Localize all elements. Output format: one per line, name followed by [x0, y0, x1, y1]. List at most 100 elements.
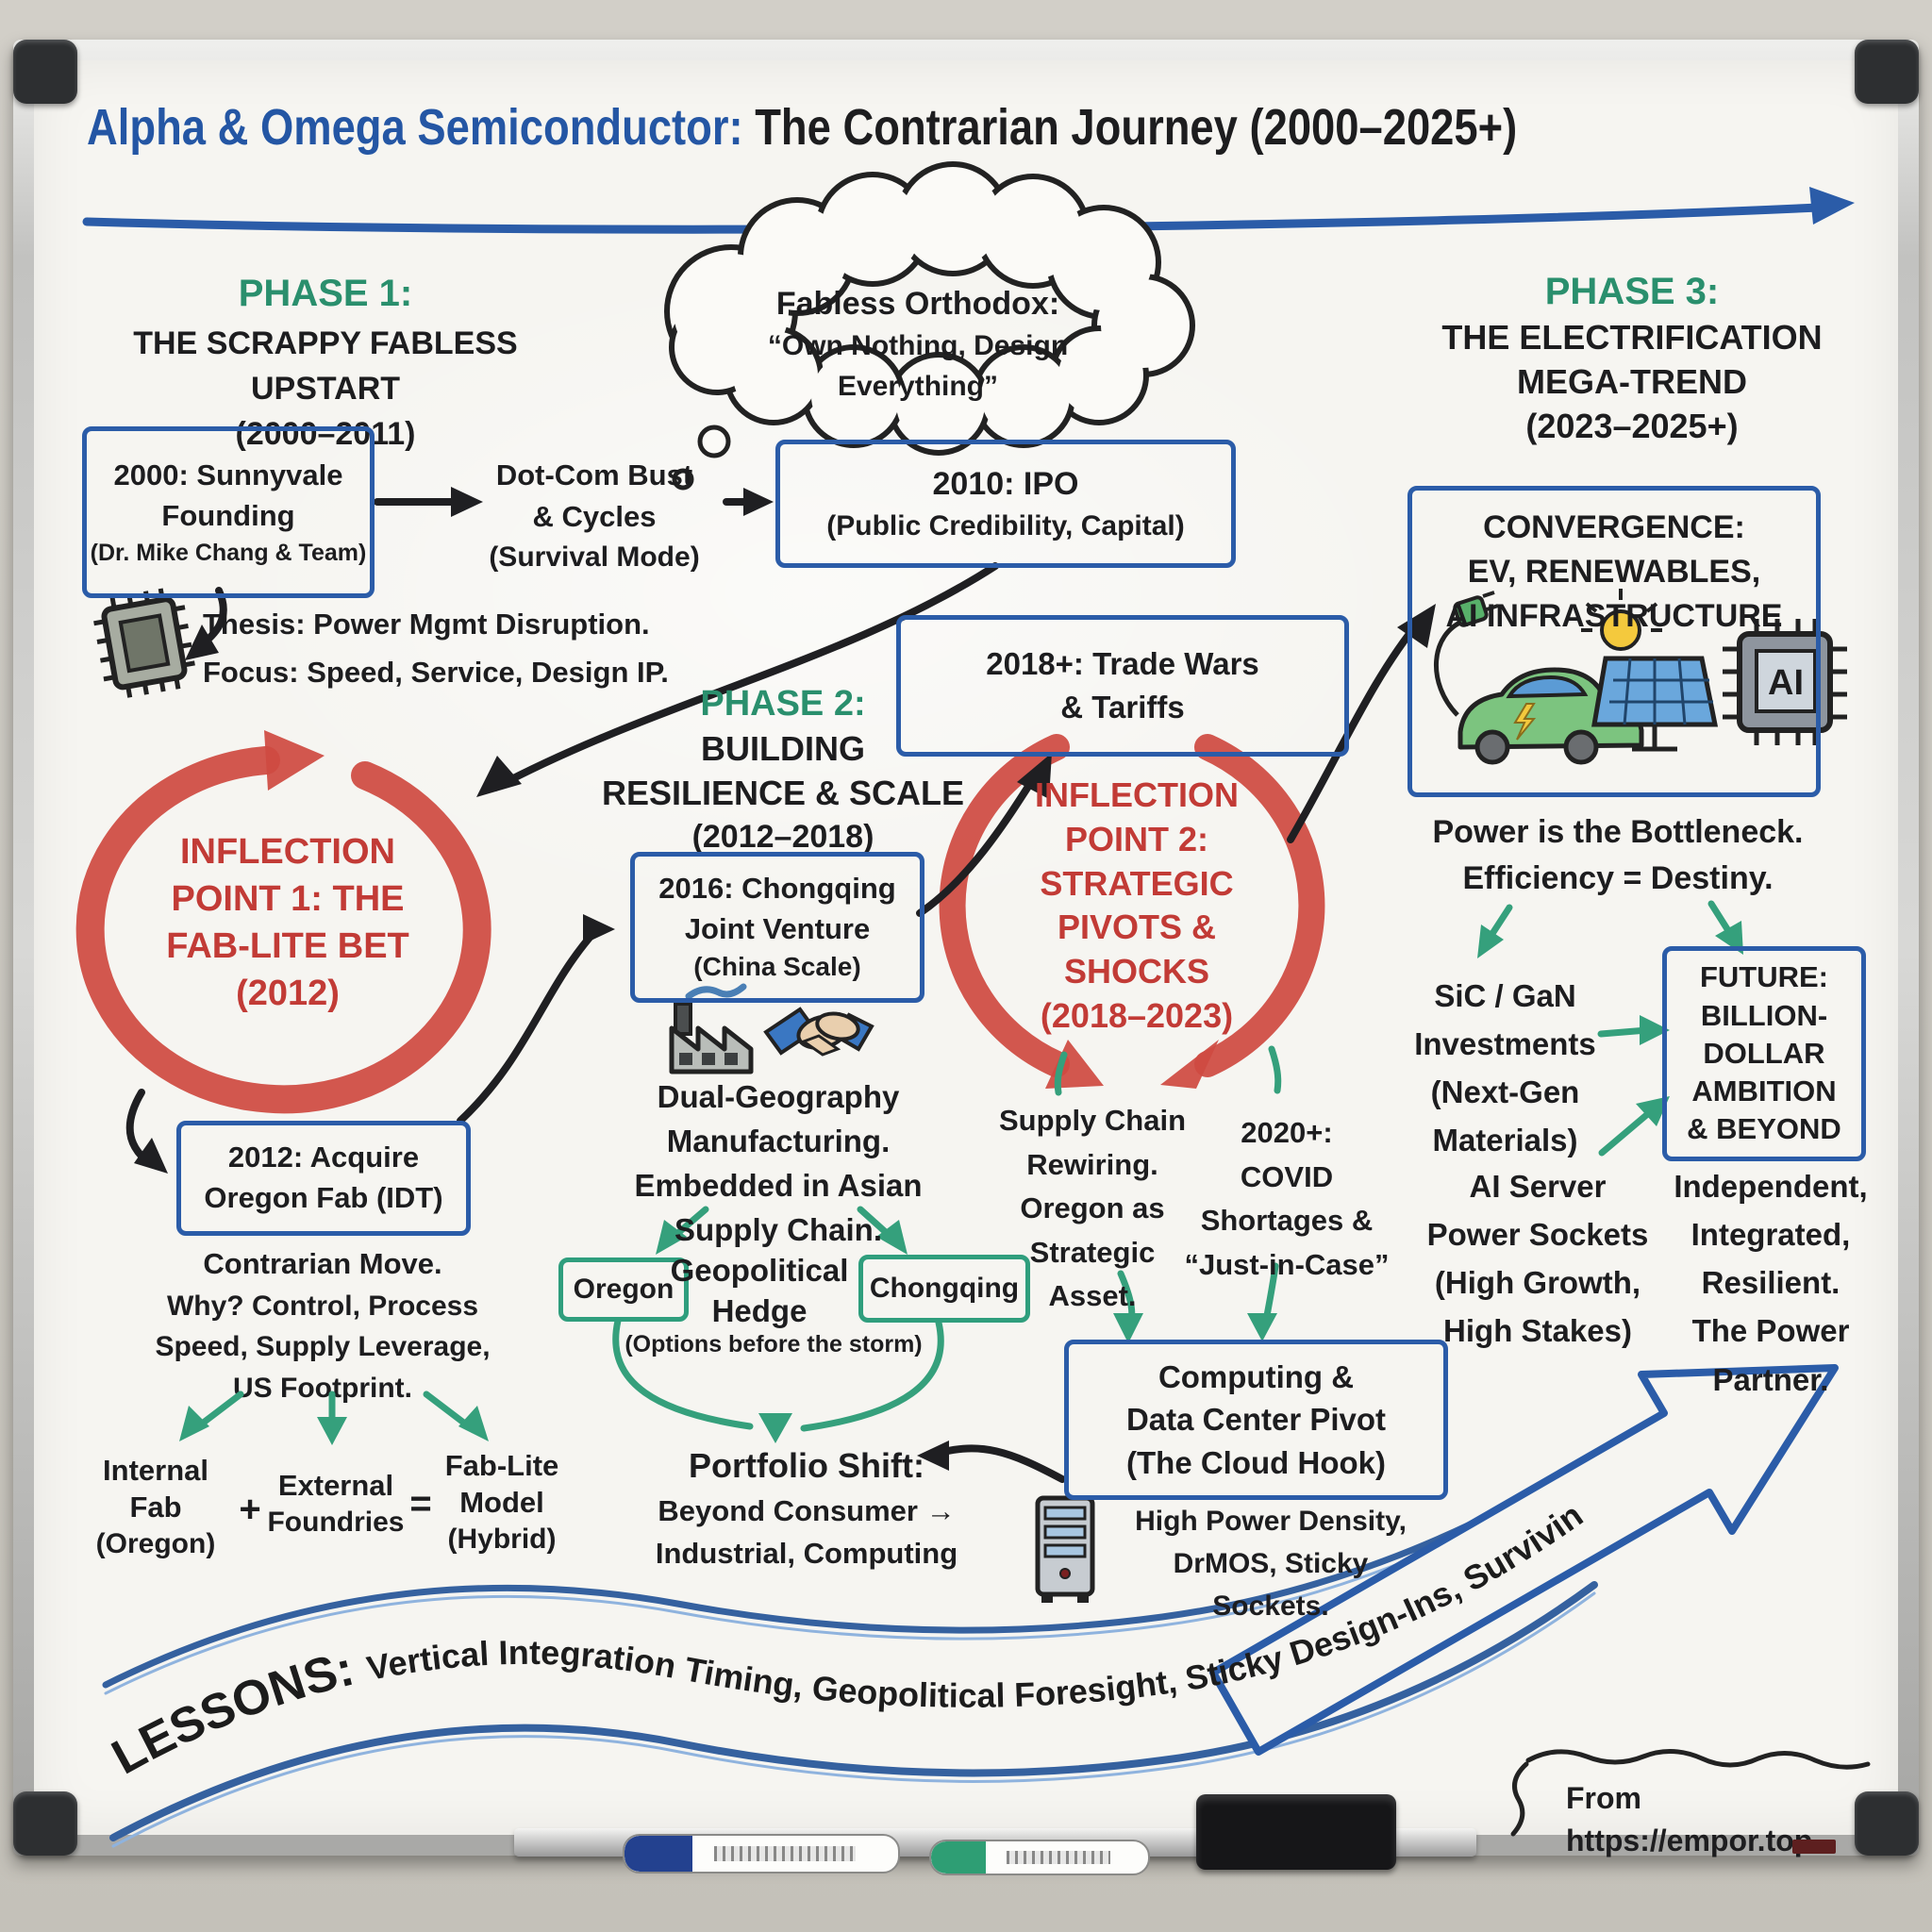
convergence-l2: EV, RENEWABLES, [1467, 553, 1761, 590]
supply-l4: Strategic [1029, 1235, 1156, 1269]
inflection2-text: INFLECTION POINT 2: STRATEGIC PIVOTS & S… [995, 774, 1278, 1039]
dualgeo-l1: Dual-Geography [657, 1079, 900, 1114]
frame-sticker [1792, 1840, 1836, 1854]
fab-internal-l3: (Oregon) [95, 1527, 216, 1559]
independent-text: Independent, Integrated, Resilient. The … [1672, 1162, 1870, 1404]
founding-line2: Founding [161, 498, 295, 532]
phase3-title1: THE ELECTRIFICATION [1441, 318, 1823, 357]
phase3-years: (2023–2025+) [1525, 406, 1739, 445]
bottleneck-l1: Power is the Bottleneck. [1432, 814, 1804, 850]
dotcom-line2: & Cycles [532, 500, 657, 534]
future-l1: FUTURE: [1699, 960, 1829, 994]
aiserver-l3: (High Growth, [1434, 1265, 1641, 1301]
inflection2-l4: PIVOTS & [1057, 908, 1217, 947]
independent-l4: The Power [1691, 1313, 1850, 1349]
supply-l1: Supply Chain [998, 1104, 1187, 1137]
fab-lite-l1: Fab-Lite [444, 1449, 559, 1482]
fab-lite-l3: (Hybrid) [447, 1523, 557, 1555]
bottleneck-l2: Efficiency = Destiny. [1462, 860, 1774, 897]
jv-line1: 2016: Chongqing [658, 871, 896, 905]
bottleneck-text: Power is the Bottleneck. Efficiency = De… [1387, 809, 1849, 903]
inflection1-l4: (2012) [236, 974, 340, 1014]
acquire-box: 2012: Acquire Oregon Fab (IDT) [176, 1121, 471, 1236]
chongqing-label: Chongqing [869, 1273, 1020, 1305]
portfolio-l3: Industrial, Computing [655, 1537, 958, 1571]
board-title: Alpha & Omega Semiconductor: The Contrar… [87, 98, 1517, 157]
trade-line1: 2018+: Trade Wars [986, 646, 1259, 682]
contrarian-l3: Speed, Supply Leverage, [155, 1331, 491, 1363]
sicgan-l1: SiC / GaN [1434, 978, 1576, 1013]
phase3-heading: PHASE 3: THE ELECTRIFICATION MEGA-TREND … [1368, 267, 1896, 448]
dotcom-text: Dot-Com Bust & Cycles (Survival Mode) [472, 455, 717, 578]
green-marker-label [1007, 1850, 1110, 1865]
fab-lite-l2: Model [459, 1485, 544, 1519]
phase1-title: THE SCRAPPY FABLESS UPSTART [133, 325, 518, 408]
blue-marker-label [714, 1845, 856, 1862]
phase1-heading: PHASE 1: THE SCRAPPY FABLESS UPSTART (20… [61, 267, 590, 458]
phase1-years: (2000–2011) [235, 416, 416, 453]
dualgeo-l4: Supply Chain. [674, 1211, 882, 1247]
convergence-box: CONVERGENCE: EV, RENEWABLES, AI INFRASTR… [1407, 486, 1821, 797]
fab-external-l1: External [277, 1469, 394, 1502]
frame-corner-top-left [13, 40, 77, 104]
ipo-line1: 2010: IPO [932, 465, 1079, 502]
blue-marker-cap [625, 1836, 692, 1872]
inflection2-l5: SHOCKS [1063, 952, 1210, 991]
fab-internal: Internal Fab (Oregon) [80, 1453, 231, 1561]
computing-box: Computing & Data Center Pivot (The Cloud… [1064, 1340, 1448, 1500]
future-l2: BILLION- [1700, 998, 1828, 1032]
dualgeo-text: Dual-Geography Manufacturing. Embedded i… [604, 1075, 953, 1252]
blue-marker [623, 1834, 900, 1874]
inflection2-l3: STRATEGIC [1040, 863, 1234, 903]
green-marker-cap [931, 1841, 986, 1874]
cloud-line1: Fabless Orthodox: [775, 286, 1060, 322]
jv-line2: Joint Venture [684, 911, 871, 945]
phase1-label: PHASE 1: [238, 273, 413, 314]
cloud-text: Fabless Orthodox: “Own Nothing, Design E… [696, 281, 1140, 407]
covid-l1: 2020+: [1241, 1116, 1333, 1149]
hedge-text: Geopolitical Hedge [665, 1251, 854, 1332]
fab-internal-l2: Fab [129, 1490, 182, 1524]
aiserver-l2: Power Sockets [1426, 1217, 1649, 1253]
inflection1-l1: INFLECTION [180, 832, 395, 872]
density-l3: Sockets. [1212, 1591, 1329, 1622]
density-l1: High Power Density, [1135, 1506, 1407, 1537]
inflection1-l3: FAB-LITE BET [166, 926, 409, 967]
computing-l1: Computing & [1158, 1358, 1355, 1394]
fab-external: External Foundries [266, 1468, 406, 1540]
dotcom-line3: (Survival Mode) [489, 541, 700, 574]
sicgan-l3: (Next-Gen [1430, 1074, 1580, 1110]
phase2-title2: RESILIENCE & SCALE [601, 774, 965, 813]
independent-l3: Resilient. [1701, 1265, 1840, 1301]
green-marker [929, 1840, 1150, 1875]
founding-box: 2000: Sunnyvale Founding (Dr. Mike Chang… [82, 426, 375, 598]
convergence-l1: CONVERGENCE: [1483, 509, 1745, 545]
fab-lite: Fab-Lite Model (Hybrid) [436, 1448, 568, 1557]
sicgan-l4: Materials) [1432, 1123, 1578, 1158]
thesis-line1: Thesis: Power Mgmt Disruption. [203, 608, 650, 641]
board-title-brand: Alpha & Omega Semiconductor: [87, 99, 743, 156]
fab-internal-l1: Internal [103, 1454, 208, 1487]
convergence-l3: AI INFRASTRUCTURE [1445, 597, 1783, 634]
dualgeo-l2: Manufacturing. [666, 1123, 891, 1158]
supply-l2: Rewiring. [1026, 1147, 1158, 1181]
density-text: High Power Density, DrMOS, Sticky Socket… [1124, 1500, 1417, 1627]
jv-box: 2016: Chongqing Joint Venture (China Sca… [630, 852, 924, 1003]
inflection2-l1: INFLECTION [1035, 775, 1239, 814]
phase2-years: (2012–2018) [691, 818, 874, 855]
board-title-rest: The Contrarian Journey (2000–2025+) [742, 99, 1518, 156]
portfolio-l2: Beyond Consumer → [658, 1494, 956, 1528]
hedge-sub: (Options before the storm) [625, 1331, 923, 1357]
fab-external-l2: Foundries [267, 1506, 405, 1538]
source-text: From https://empor.top [1566, 1781, 1813, 1858]
aiserver-l1: AI Server [1469, 1169, 1607, 1204]
eraser [1196, 1794, 1396, 1870]
future-l3: DOLLAR [1703, 1036, 1825, 1070]
phase2-title1: BUILDING [701, 729, 865, 769]
thesis-line2: Focus: Speed, Service, Design IP. [203, 656, 669, 690]
portfolio-text: Portfolio Shift: Beyond Consumer → Indus… [651, 1441, 962, 1575]
dotcom-line1: Dot-Com Bust [495, 458, 693, 491]
inflection2-l2: POINT 2: [1064, 819, 1208, 858]
supply-text: Supply Chain Rewiring. Oregon as Strateg… [998, 1099, 1187, 1319]
aiserver-l4: High Stakes) [1443, 1313, 1632, 1349]
